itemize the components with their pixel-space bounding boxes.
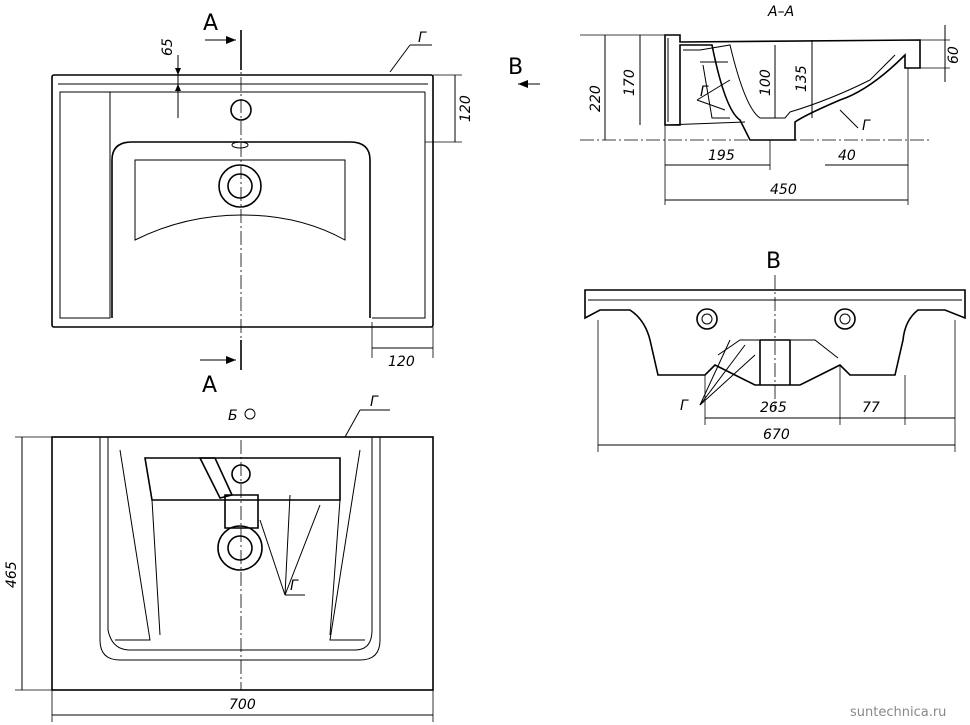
callout-g-section-left: Г <box>700 84 709 100</box>
bottom-body-inner <box>107 437 373 651</box>
front-hole-left-inner <box>701 313 713 325</box>
bottom-body-outline <box>99 437 381 661</box>
section-profile-inner <box>667 38 896 122</box>
callout-g-section-right: Г <box>862 118 871 134</box>
bottom-tap-plate <box>144 457 341 501</box>
callout-leader <box>696 99 726 111</box>
section-detail <box>700 61 730 119</box>
dim-40: 40 <box>838 148 856 164</box>
plan-view: A A 65 120 120 Г B <box>51 11 540 398</box>
front-view-title: B <box>766 249 781 274</box>
callout-leader <box>699 344 746 406</box>
bottom-legs <box>115 449 365 641</box>
callout-g-bottom: Г <box>290 578 299 594</box>
callout-g-front: Г <box>680 398 689 414</box>
dim-77: 77 <box>862 400 880 416</box>
front-hole-right <box>834 308 856 330</box>
dim-65: 65 <box>160 38 176 56</box>
plan-overflow <box>231 141 249 149</box>
callout-g-plan: Г <box>418 30 427 46</box>
arrow-head <box>175 84 181 91</box>
callout-leader <box>389 44 411 73</box>
bottom-mark-symbol <box>244 408 256 420</box>
front-view: B Г 265 77 670 <box>584 249 966 452</box>
dim-465: 465 <box>4 561 20 588</box>
dim-135: 135 <box>794 65 810 92</box>
dim-195: 195 <box>708 148 735 164</box>
callout-leader <box>284 494 291 596</box>
callout-g-bottom-top: Г <box>370 394 379 410</box>
bottom-outer <box>51 436 434 691</box>
front-outline <box>584 289 966 386</box>
bottom-rib <box>198 457 234 499</box>
dim-450: 450 <box>770 182 797 198</box>
front-bowl-bottom <box>717 339 839 359</box>
bottom-drain-outer <box>217 525 263 571</box>
bottom-view: Б Г Г 465 700 <box>4 394 434 722</box>
plan-left-shelf <box>59 91 111 319</box>
front-hole-right-inner <box>839 313 851 325</box>
dim-670: 670 <box>763 427 790 443</box>
dim-700: 700 <box>229 697 256 713</box>
bottom-drain-inner <box>227 535 253 561</box>
plan-right-shelf <box>372 92 426 319</box>
view-arrow-label: B <box>508 55 523 80</box>
dim-120-bottom: 120 <box>388 354 415 370</box>
dim-120-side: 120 <box>458 95 474 122</box>
callout-leader <box>699 339 731 406</box>
bottom-mark-label: Б <box>228 408 238 424</box>
dim-170: 170 <box>622 69 638 96</box>
bottom-bowl-sides <box>151 499 341 636</box>
arrow-head <box>226 36 236 44</box>
front-hole-left <box>696 308 718 330</box>
callout-leader <box>259 519 286 596</box>
dim-100: 100 <box>758 69 774 96</box>
bottom-overflow-channel <box>224 494 259 529</box>
plan-bowl-floor <box>134 159 346 241</box>
dim-220: 220 <box>588 85 604 112</box>
callout-leader <box>344 409 361 438</box>
plan-drain-inner <box>227 173 253 199</box>
callout-leader <box>839 109 859 129</box>
plan-drain-outer <box>218 164 262 208</box>
arrow-head <box>175 68 181 75</box>
section-mark-top: A <box>203 11 218 36</box>
section-view: A–A 220 170 100 135 60 195 40 450 Г <box>580 4 962 205</box>
section-base <box>664 121 746 126</box>
section-mark-bottom: A <box>202 373 217 398</box>
dim-60: 60 <box>946 46 962 64</box>
watermark: suntechnica.ru <box>850 705 946 720</box>
arrow-head <box>518 80 528 88</box>
section-title: A–A <box>767 4 794 20</box>
callout-leader <box>699 354 756 406</box>
arrow-head <box>226 356 236 364</box>
front-drain-neck <box>759 339 791 385</box>
callout-leader <box>696 79 731 101</box>
callout-leader <box>284 504 321 596</box>
plan-outer-rim <box>51 74 434 328</box>
dim-265: 265 <box>760 400 787 416</box>
